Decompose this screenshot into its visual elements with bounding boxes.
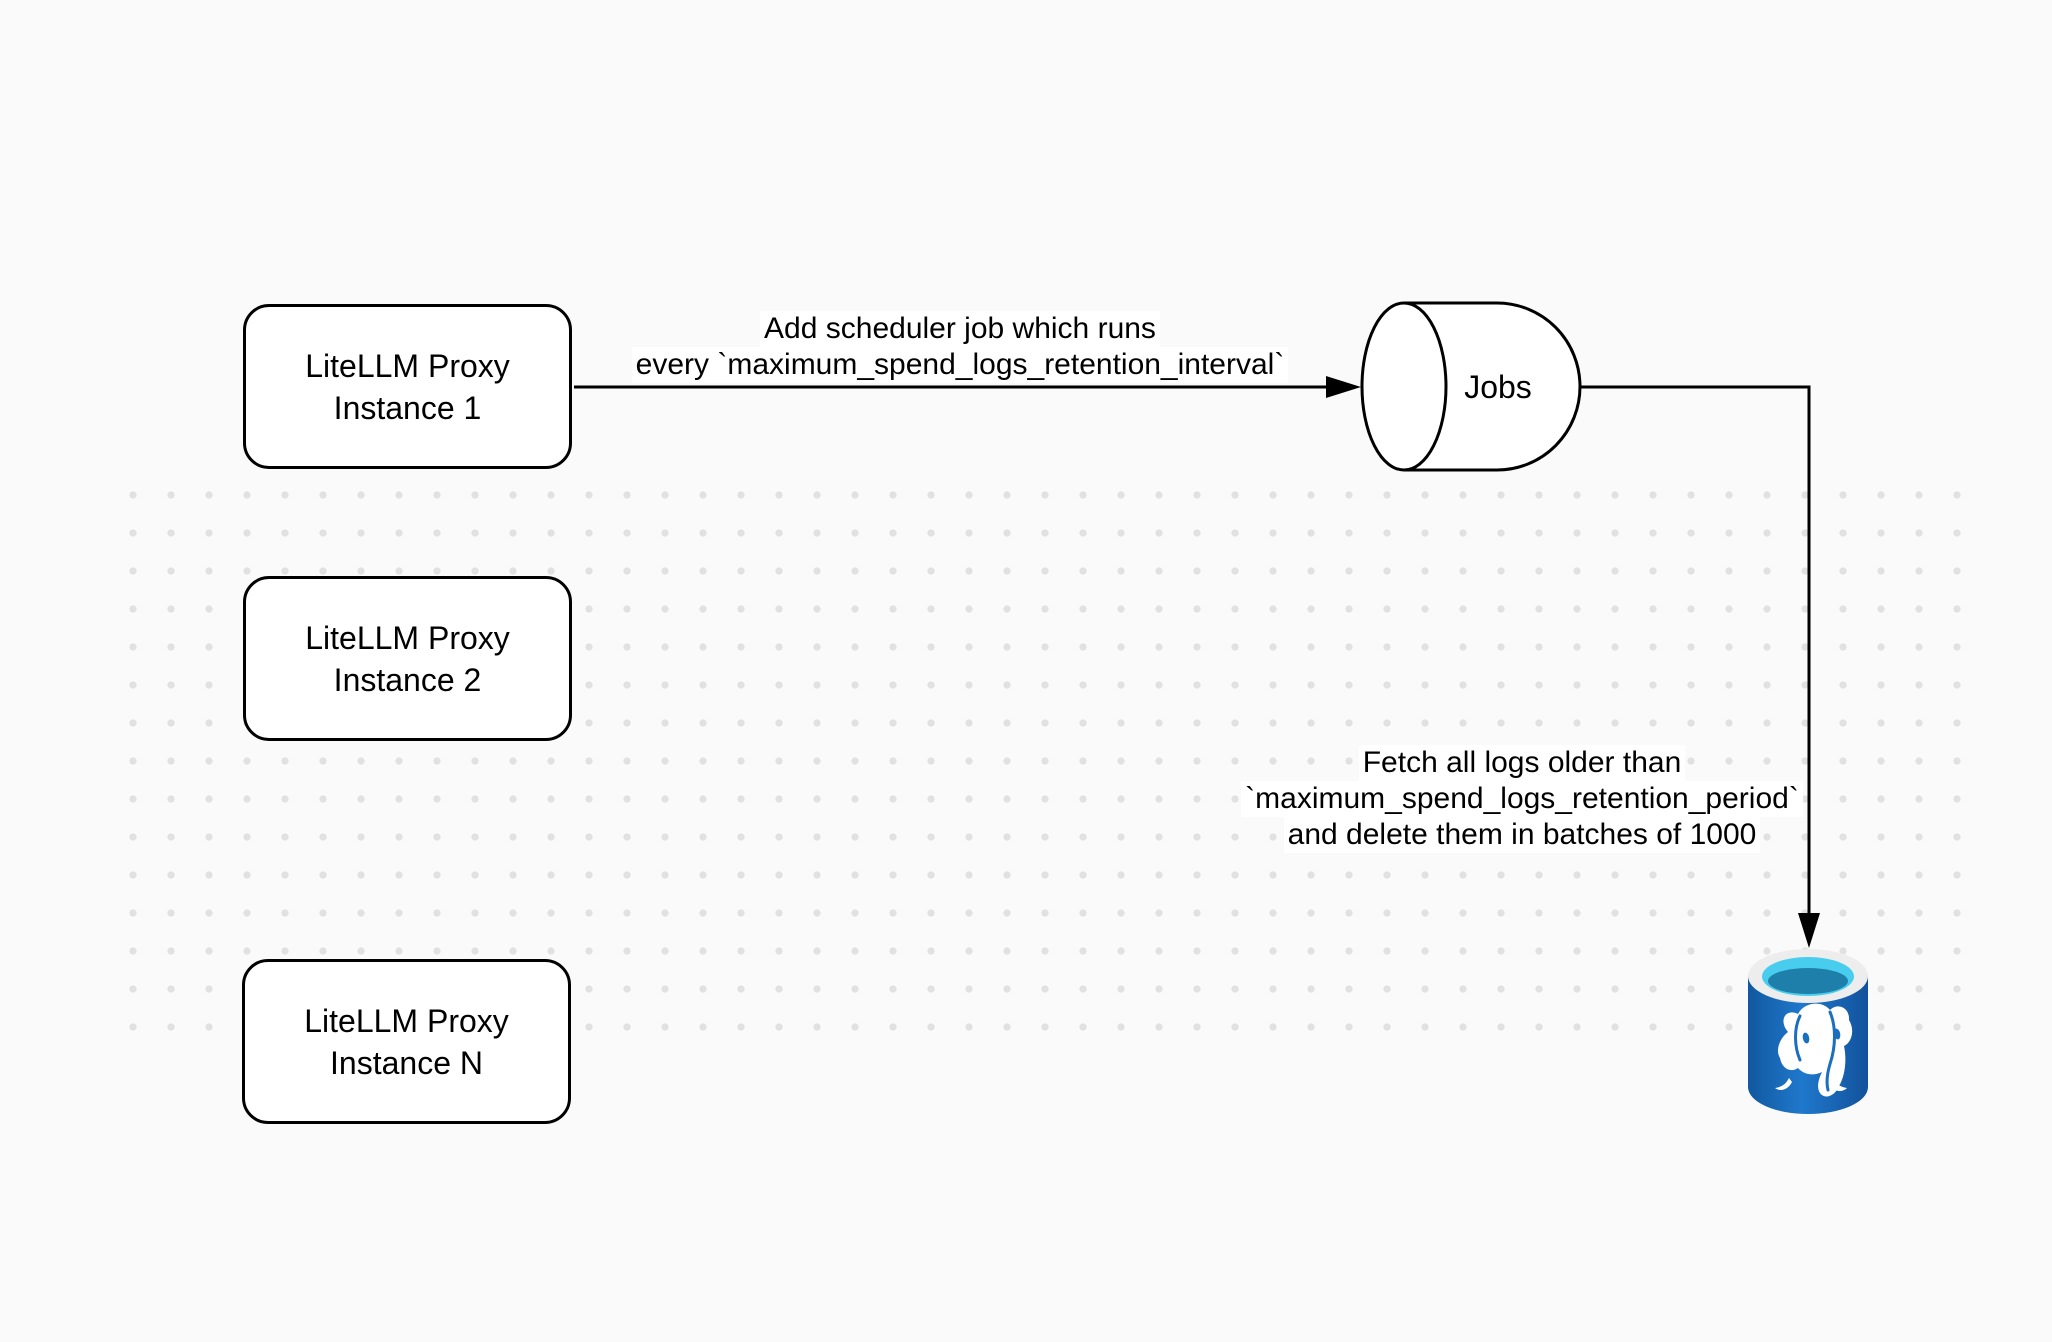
- postgresql-database-icon: [1748, 949, 1868, 1114]
- edge-label-line: Fetch all logs older than: [1358, 745, 1686, 781]
- node-litellm-proxy-instance-2: LiteLLM Proxy Instance 2: [243, 576, 572, 741]
- edge-fetch-line: [1580, 385, 1811, 916]
- edge-scheduler-arrowhead-icon: [1326, 376, 1361, 398]
- edge-label-scheduler: Add scheduler job which runs every `maxi…: [575, 311, 1345, 383]
- jobs-cylinder-icon: [1360, 301, 1582, 472]
- node-label: Instance 2: [333, 661, 482, 698]
- node-litellm-proxy-instance-1: LiteLLM Proxy Instance 1: [243, 304, 572, 469]
- edge-label-line: every `maximum_spend_logs_retention_inte…: [631, 347, 1289, 383]
- node-label: LiteLLM Proxy: [304, 1002, 509, 1039]
- edge-label-line: and delete them in batches of 1000: [1283, 817, 1761, 853]
- node-label: Instance 1: [333, 389, 482, 426]
- node-label: LiteLLM Proxy: [305, 619, 510, 656]
- edge-fetch-arrowhead-icon: [1798, 913, 1820, 948]
- edge-label-fetch: Fetch all logs older than `maximum_spend…: [1222, 745, 1822, 853]
- node-jobs-label: Jobs: [1464, 369, 1532, 405]
- node-litellm-proxy-instance-n: LiteLLM Proxy Instance N: [242, 959, 571, 1124]
- postgres-elephant-icon: [1775, 1003, 1853, 1097]
- node-label: LiteLLM Proxy: [305, 347, 510, 384]
- edge-label-line: Add scheduler job which runs: [760, 311, 1160, 347]
- node-label: Instance N: [330, 1044, 483, 1081]
- edge-label-line: `maximum_spend_logs_retention_period`: [1241, 781, 1803, 817]
